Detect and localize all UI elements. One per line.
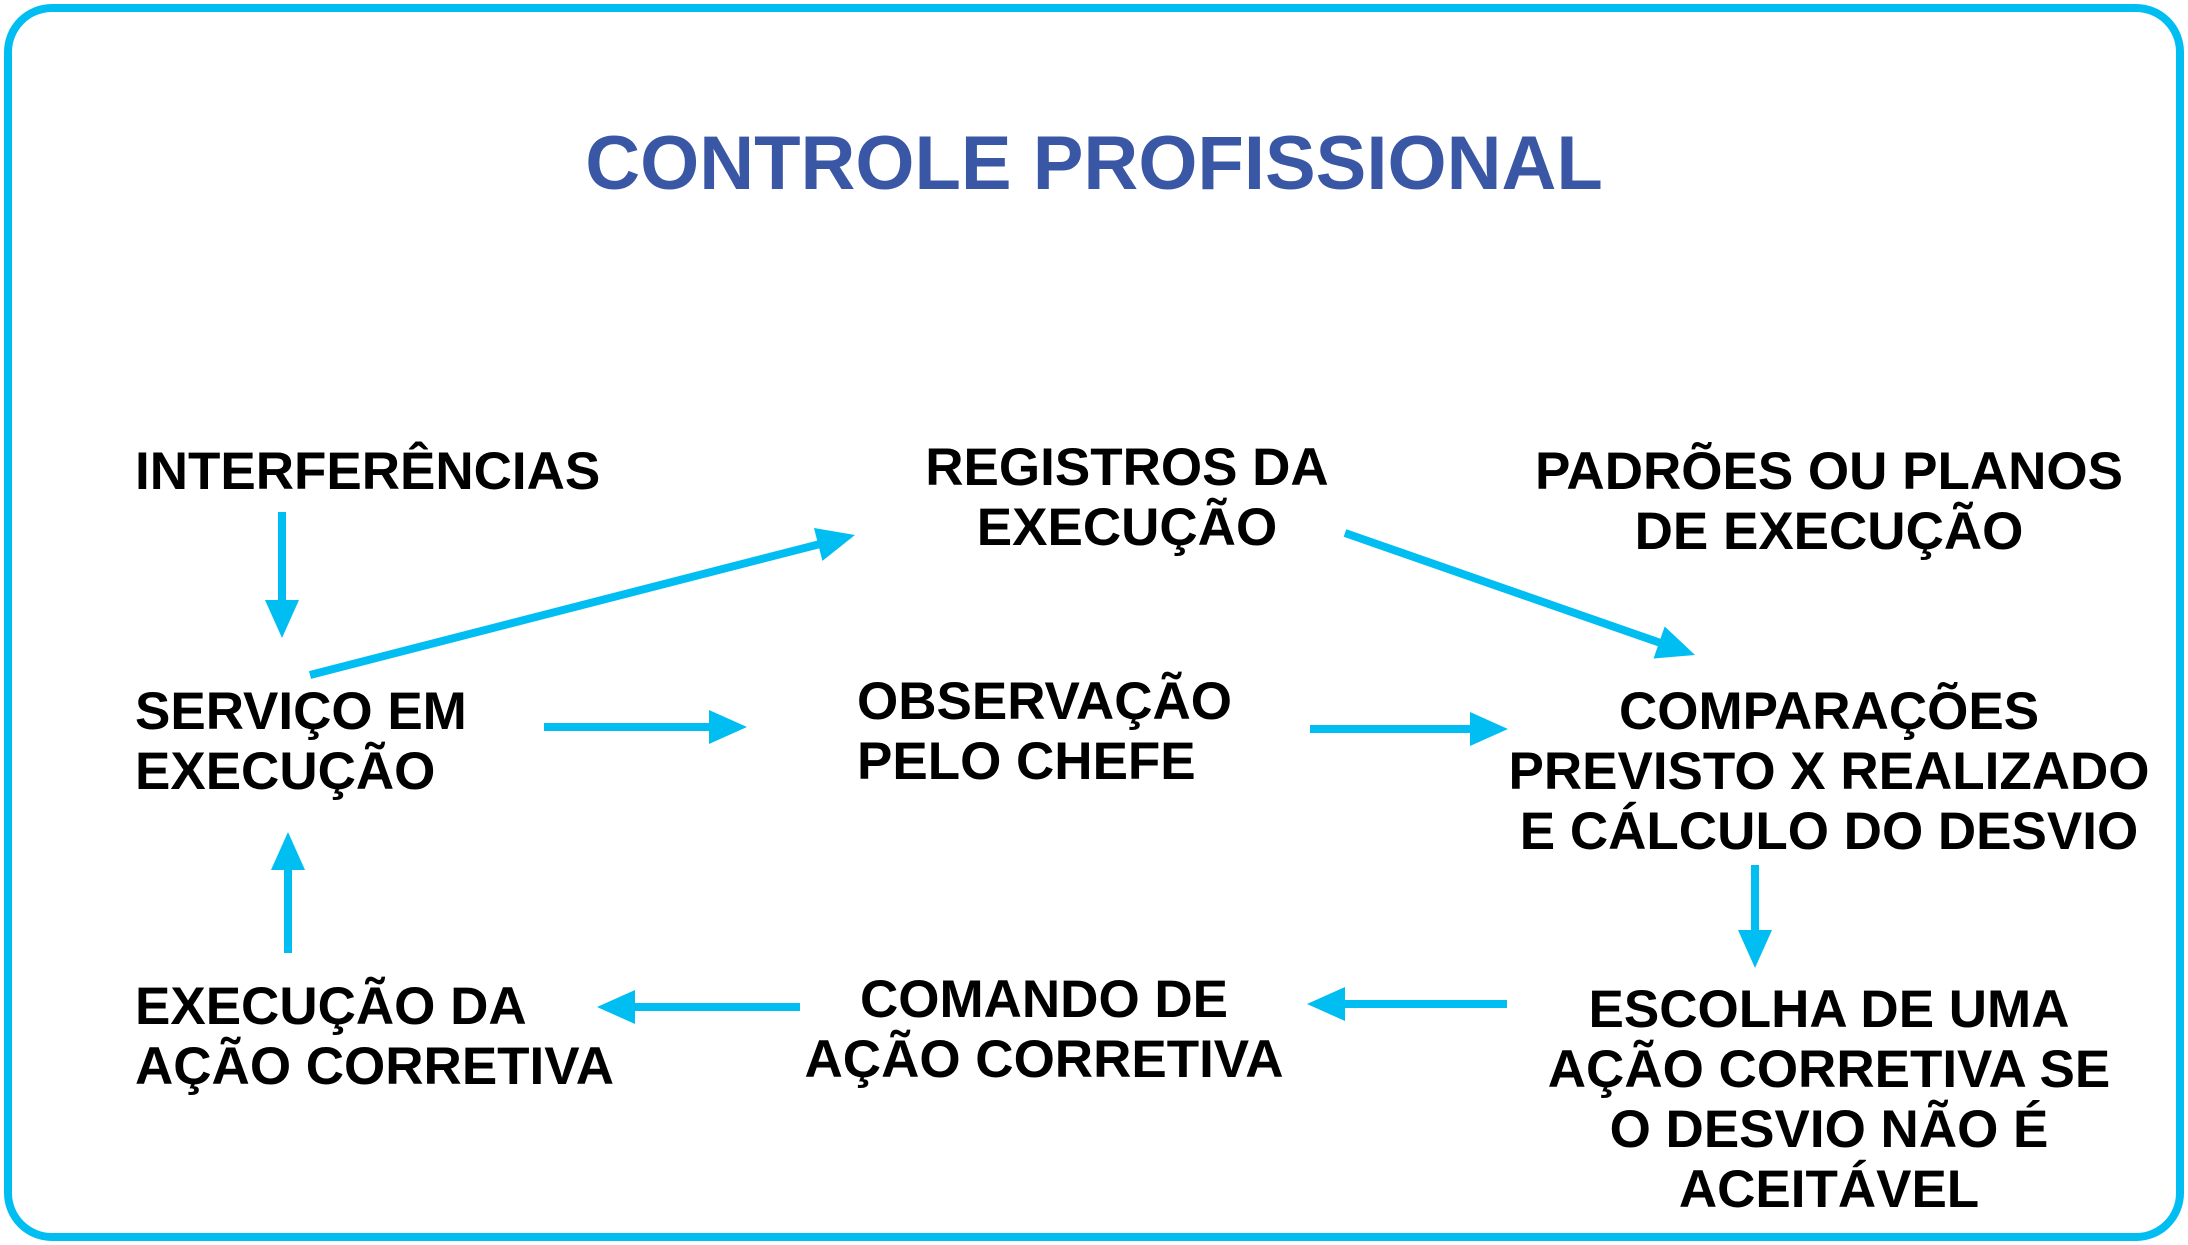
node-execucao-acao-corretiva: EXECUÇÃO DA AÇÃO CORRETIVA: [135, 977, 614, 1096]
arrow-registros-da-execucao-to-comparacoes: [1343, 529, 1695, 659]
node-padroes-ou-planos: PADRÕES OU PLANOS DE EXECUÇÃO: [1535, 442, 2123, 561]
node-interferencias: INTERFERÊNCIAS: [135, 442, 601, 501]
arrow-escolha-acao-corretiva-to-comando-acao-corretiva: [1307, 987, 1507, 1021]
arrow-servico-em-execucao-to-observacao-pelo-chefe: [544, 710, 747, 744]
diagram-title: CONTROLE PROFISSIONAL: [585, 121, 1603, 206]
node-comparacoes: COMPARAÇÕES PREVISTO X REALIZADO E CÁLCU…: [1508, 682, 2150, 861]
node-registros-da-execucao: REGISTROS DA EXECUÇÃO: [925, 438, 1329, 557]
arrow-servico-em-execucao-to-registros-da-execucao: [309, 527, 855, 679]
arrow-observacao-pelo-chefe-to-comparacoes: [1310, 712, 1508, 746]
arrow-execucao-acao-corretiva-to-servico-em-execucao: [271, 832, 305, 953]
node-escolha-acao-corretiva: ESCOLHA DE UMA AÇÃO CORRETIVA SE O DESVI…: [1547, 980, 2111, 1219]
arrow-comando-acao-corretiva-to-execucao-acao-corretiva: [597, 990, 800, 1024]
arrow-interferencias-to-servico-em-execucao: [265, 512, 299, 638]
arrow-comparacoes-to-escolha-acao-corretiva: [1738, 865, 1772, 968]
node-observacao-pelo-chefe: OBSERVAÇÃO PELO CHEFE: [857, 672, 1232, 791]
node-comando-acao-corretiva: COMANDO DE AÇÃO CORRETIVA: [804, 970, 1284, 1089]
node-servico-em-execucao: SERVIÇO EM EXECUÇÃO: [135, 682, 467, 801]
